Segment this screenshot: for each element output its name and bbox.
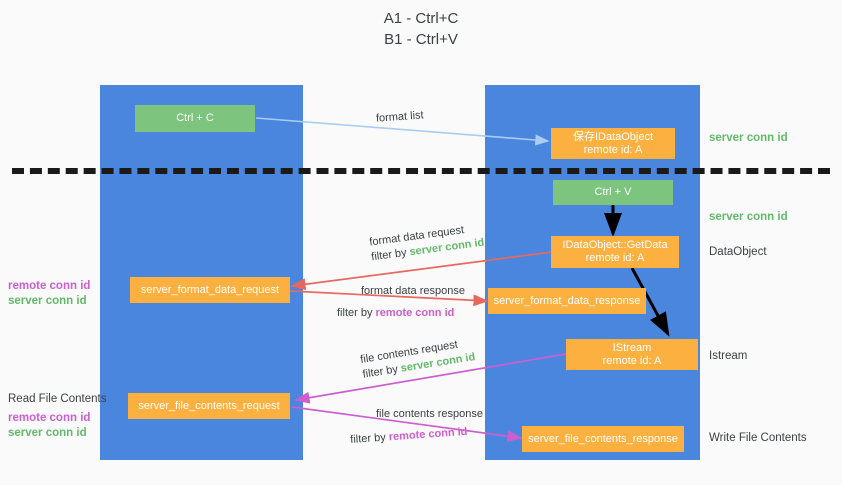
right-label-write-file-contents: Write File Contents xyxy=(709,432,807,444)
filter-prefix: filter by xyxy=(370,246,411,264)
left-label-format-remote-conn: remote conn id xyxy=(8,280,91,292)
edge-label-format-list: format list xyxy=(375,109,425,125)
node-idataobject-getdata-line2: remote id: A xyxy=(585,252,645,264)
edge-label-format-data-response: format data response filter by remote co… xyxy=(337,284,465,321)
node-server-format-data-request[interactable]: server_format_data_request xyxy=(130,277,290,303)
node-save-idataobject[interactable]: 保存IDataObject remote id: A xyxy=(551,128,675,159)
right-label-server-conn-mid: server conn id xyxy=(709,211,788,223)
filter-key-remote-conn-id: remote conn id xyxy=(375,307,455,319)
filter-prefix: filter by xyxy=(349,431,390,446)
node-ctrl-v[interactable]: Ctrl + V xyxy=(553,180,673,205)
right-label-dataobject: DataObject xyxy=(709,246,767,258)
node-idataobject-getdata-line1: IDataObject::GetData xyxy=(562,239,668,251)
left-label-format-server-conn: server conn id xyxy=(8,295,87,307)
title-line-2: B1 - Ctrl+V xyxy=(384,31,458,48)
edge-label-format-data-response-line1: format data response xyxy=(361,285,465,297)
edge-label-format-data-response-filter: filter by remote conn id xyxy=(337,299,465,321)
title-line-1: A1 - Ctrl+C xyxy=(383,10,459,27)
edge-label-format-data-request: format data request filter by server con… xyxy=(369,221,486,266)
edge-label-file-contents-response: file contents response filter by remote … xyxy=(350,407,483,448)
node-istream[interactable]: IStream remote id: A xyxy=(566,339,698,370)
node-server-file-contents-request[interactable]: server_file_contents_request xyxy=(128,393,290,419)
filter-prefix: filter by xyxy=(337,307,376,319)
node-server-format-data-response-label: server_format_data_response xyxy=(493,294,641,307)
node-server-file-contents-response-label: server_file_contents_response xyxy=(528,432,678,445)
left-label-read-file-contents: Read File Contents xyxy=(8,393,107,405)
node-ctrl-v-label: Ctrl + V xyxy=(594,186,632,198)
node-istream-line2: remote id: A xyxy=(602,354,662,367)
node-save-idataobject-line1: 保存IDataObject xyxy=(572,130,654,143)
right-label-istream: Istream xyxy=(709,350,748,362)
node-server-file-contents-response[interactable]: server_file_contents_response xyxy=(522,426,684,452)
node-ctrl-c-label: Ctrl + C xyxy=(176,112,214,124)
right-label-server-conn-top: server conn id xyxy=(709,132,788,144)
node-server-format-data-request-label: server_format_data_request xyxy=(140,283,280,296)
filter-key-remote-conn-id: remote conn id xyxy=(388,425,468,444)
left-label-file-remote-conn: remote conn id xyxy=(8,412,91,424)
diagram-title: A1 - Ctrl+C B1 - Ctrl+V xyxy=(0,8,842,50)
node-ctrl-c[interactable]: Ctrl + C xyxy=(135,105,255,132)
node-istream-line1: IStream xyxy=(612,341,652,354)
edge-label-file-contents-request: file contents request filter by server c… xyxy=(359,335,477,382)
node-idataobject-getdata[interactable]: IDataObject::GetData remote id: A xyxy=(551,236,679,268)
left-label-file-server-conn: server conn id xyxy=(8,427,87,439)
edge-label-file-contents-response-line1: file contents response xyxy=(376,408,484,420)
node-save-idataobject-line2: remote id: A xyxy=(583,143,643,156)
node-server-format-data-response[interactable]: server_format_data_response xyxy=(488,288,646,314)
phase-divider xyxy=(12,168,830,174)
node-server-file-contents-request-label: server_file_contents_request xyxy=(138,399,280,412)
